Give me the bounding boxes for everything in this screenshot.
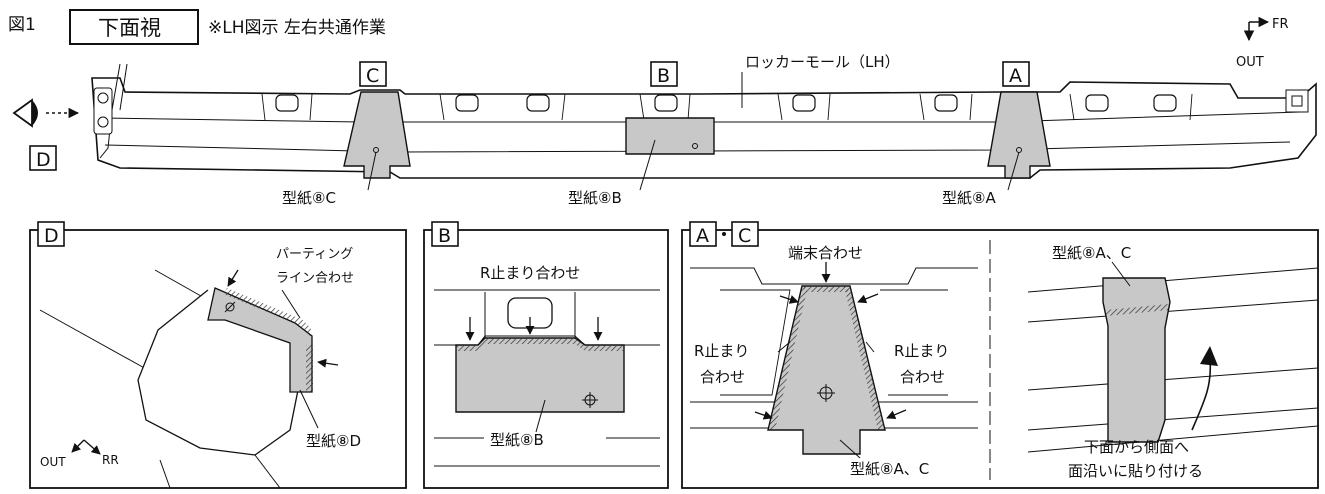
panel-b: B	[423, 221, 669, 489]
template-c-label: 型紙⑧C	[282, 189, 336, 207]
panel-d-note-1: パーティング	[276, 247, 353, 262]
panel-d-note-2: ライン合わせ	[276, 271, 354, 286]
callout-box-c	[359, 61, 387, 87]
panel-ac-template: 型紙⑧A、C	[850, 460, 929, 478]
view-title: 下面視	[98, 16, 161, 40]
callout-a: A	[1009, 65, 1022, 87]
panel-d-out: OUT	[40, 455, 66, 469]
view-direction-eye	[12, 98, 80, 128]
template-b-label: 型紙⑧B	[568, 189, 622, 207]
out-label: OUT	[1236, 55, 1264, 70]
panel-ac-side-template: 型紙⑧A、C	[1052, 244, 1131, 262]
panel-d-title: D	[44, 225, 59, 247]
panel-ac-title-c: C	[738, 225, 751, 247]
panel-b-note: R止まり合わせ	[480, 264, 580, 282]
part-name: ロッカーモール（LH）	[745, 53, 900, 71]
panel-ac-side-note-1: 下面から側面へ	[1084, 438, 1189, 456]
panel-ac: A C	[681, 221, 1319, 489]
callout-box-d	[29, 145, 57, 171]
panel-ac-left-note-1: R止まり	[694, 342, 749, 360]
callout-c: C	[366, 65, 379, 87]
panel-ac-right-note-2: 合わせ	[900, 368, 945, 386]
orientation-indicator: FR OUT	[1236, 16, 1289, 70]
callout-d: D	[36, 149, 51, 171]
panel-b-title: B	[438, 225, 451, 247]
template-a-label: 型紙⑧A	[942, 189, 996, 207]
view-title-box	[69, 9, 199, 45]
panel-ac-left-note-2: 合わせ	[700, 368, 745, 386]
callout-box-a	[1002, 61, 1030, 87]
panel-d: D	[29, 221, 407, 489]
panel-ac-side-note-2: 面沿いに貼り付ける	[1068, 462, 1203, 480]
panel-b-template: 型紙⑧B	[490, 431, 544, 449]
panel-d-template: 型紙⑧D	[306, 432, 361, 450]
panel-ac-right-note-1: R止まり	[894, 342, 949, 360]
panel-ac-title-a: A	[696, 225, 709, 247]
fr-label: FR	[1272, 17, 1289, 32]
panel-ac-top-note: 端末合わせ	[788, 244, 863, 262]
header-note: ※LH図示 左右共通作業	[208, 18, 386, 38]
callout-b: B	[657, 65, 670, 87]
rocker-molding-main	[91, 63, 1317, 179]
panel-d-rr: RR	[102, 453, 119, 467]
callout-box-b	[650, 61, 678, 87]
figure-label: 図1	[8, 15, 36, 35]
